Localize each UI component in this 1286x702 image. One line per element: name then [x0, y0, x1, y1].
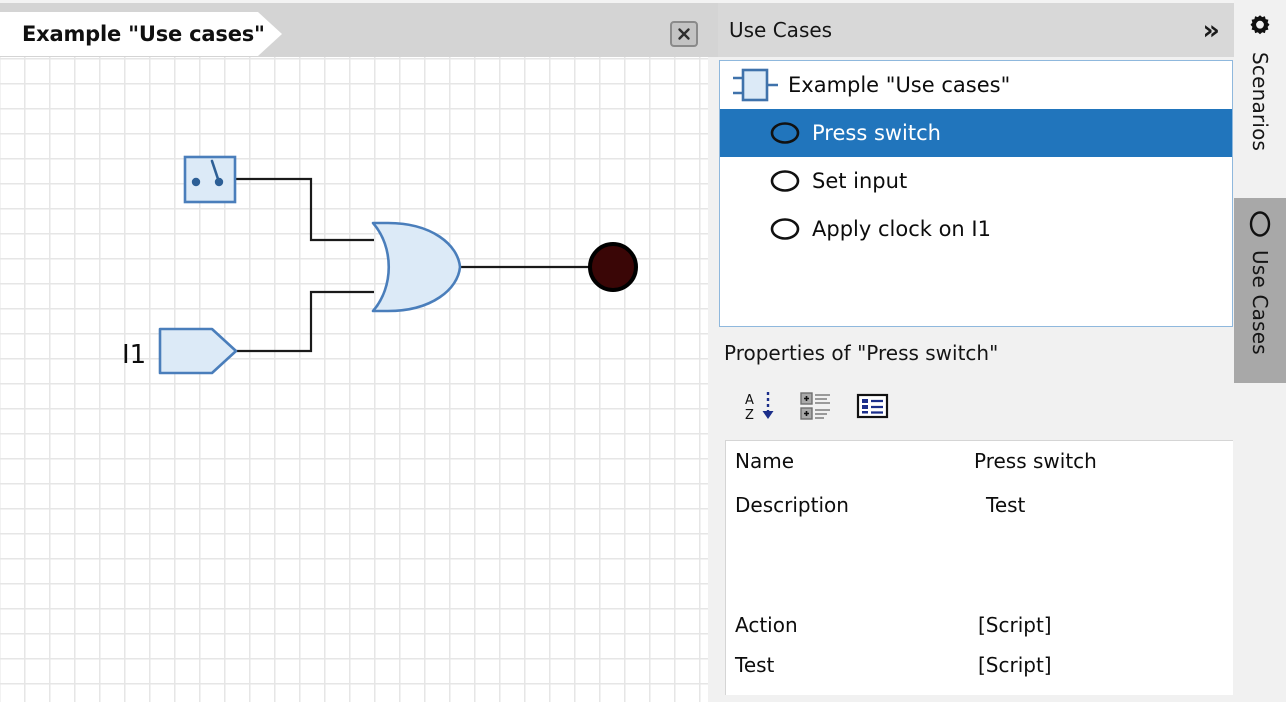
use-cases-panel: Use Cases » Example "Use cases": [718, 0, 1234, 702]
property-name: Test: [735, 653, 775, 677]
rail-tab-label: Use Cases: [1248, 250, 1272, 355]
side-tab-rail: Scenarios Use Cases: [1234, 0, 1286, 702]
editor-tabstrip: Example "Use cases": [0, 0, 708, 57]
property-name: Action: [735, 613, 798, 637]
close-glyph: [678, 28, 690, 40]
circuit-block-icon: [726, 63, 784, 107]
editor-tab-label: Example "Use cases": [22, 22, 265, 46]
switch-component[interactable]: [183, 155, 237, 204]
tree-row-apply-clock-on-i1[interactable]: Apply clock on I1: [720, 205, 1232, 253]
tree-row-root[interactable]: Example "Use cases": [720, 61, 1232, 109]
panel-splitter[interactable]: [708, 0, 718, 702]
editor-tab-example-use-cases[interactable]: Example "Use cases": [0, 12, 282, 56]
property-value[interactable]: Press switch: [974, 449, 1097, 473]
rail-tab-use-cases[interactable]: Use Cases: [1234, 198, 1286, 383]
input-pin-component[interactable]: [158, 327, 238, 375]
property-row-action[interactable]: Action [Script]: [726, 613, 1234, 637]
rail-tab-scenarios[interactable]: Scenarios: [1234, 0, 1286, 198]
svg-text:A: A: [745, 393, 754, 408]
use-case-icon: [766, 166, 804, 196]
sort-categorized-icon[interactable]: [800, 390, 834, 422]
tree-row-press-switch[interactable]: Press switch: [720, 109, 1232, 157]
schematic-canvas[interactable]: I1: [0, 57, 708, 702]
property-value[interactable]: [Script]: [978, 613, 1052, 637]
collapse-panel-icon[interactable]: »: [1202, 14, 1220, 46]
rail-tab-label: Scenarios: [1248, 52, 1272, 152]
property-row-test[interactable]: Test [Script]: [726, 653, 1234, 677]
panel-header: Use Cases »: [718, 0, 1234, 57]
tree-item-label: Apply clock on I1: [812, 217, 991, 241]
property-value[interactable]: Test: [986, 493, 1026, 517]
use-cases-tree[interactable]: Example "Use cases" Press switch Set inp…: [719, 60, 1233, 327]
tree-root-label: Example "Use cases": [788, 73, 1011, 97]
property-name: Name: [735, 449, 795, 473]
tree-item-label: Press switch: [812, 121, 941, 145]
properties-table[interactable]: Name Press switch Description Test Actio…: [725, 440, 1233, 695]
circuit-editor: Example "Use cases": [0, 0, 708, 702]
tab-shape: [0, 12, 282, 56]
properties-title: Properties of "Press switch": [724, 341, 999, 365]
properties-toolbar: A Z: [744, 390, 890, 423]
property-pages-icon[interactable]: [856, 390, 890, 422]
close-icon[interactable]: [670, 21, 698, 47]
property-row-description[interactable]: Description Test: [726, 493, 1234, 517]
property-name: Description: [735, 493, 849, 517]
tree-row-set-input[interactable]: Set input: [720, 157, 1232, 205]
wires: [236, 177, 592, 353]
use-case-icon: [766, 118, 804, 148]
gear-icon: [1246, 12, 1274, 44]
sort-alphabetical-icon[interactable]: A Z: [744, 390, 778, 423]
use-case-icon: [1246, 210, 1274, 242]
input-pin-label: I1: [122, 340, 146, 370]
use-case-icon: [766, 214, 804, 244]
tree-item-label: Set input: [812, 169, 908, 193]
or-gate-component[interactable]: [371, 221, 462, 313]
property-row-name[interactable]: Name Press switch: [726, 449, 1234, 473]
panel-title: Use Cases: [729, 18, 833, 42]
svg-text:Z: Z: [745, 408, 754, 422]
led-component[interactable]: [588, 242, 638, 292]
panel-splitter-top: [708, 0, 718, 57]
property-value[interactable]: [Script]: [978, 653, 1052, 677]
